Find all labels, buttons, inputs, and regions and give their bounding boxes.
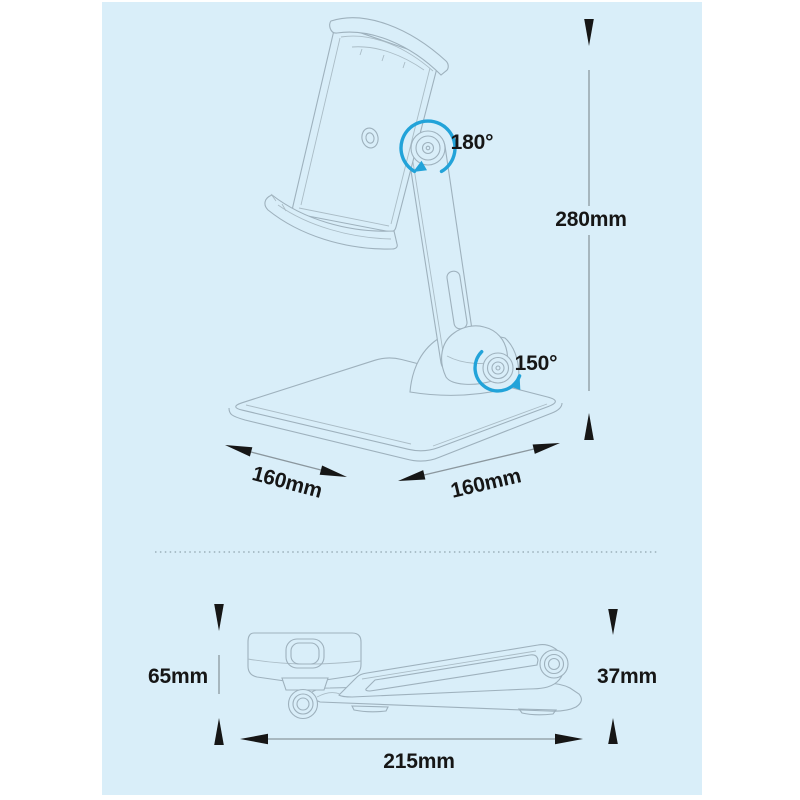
dim-folded-thickness-37 (608, 609, 618, 744)
folded-hinge (287, 688, 319, 720)
upper-hinge (410, 130, 446, 166)
head-button (285, 638, 325, 669)
tablet-holder (264, 17, 449, 250)
dim-height-label: 280mm (555, 208, 627, 231)
dim-folded-height-label: 65mm (148, 665, 208, 688)
dim-height-280 (584, 19, 594, 440)
rotation-arrow-top-icon (399, 119, 457, 174)
dim-base-left-160 (225, 445, 347, 477)
dim-folded-height-65 (214, 604, 224, 745)
angle-base-label: 150° (514, 352, 558, 375)
dim-base-right-160 (398, 443, 560, 481)
dim-folded-thickness-label: 37mm (597, 665, 657, 688)
head-collar (281, 677, 329, 691)
holder-button (361, 127, 379, 149)
stand-isometric-drawing (225, 17, 594, 481)
stand-folded-drawing (214, 604, 618, 745)
dim-folded-length-215 (240, 733, 583, 745)
angle-top-label: 180° (450, 131, 494, 154)
rotation-arrow-base-icon (473, 350, 522, 393)
lower-hinge (482, 352, 514, 384)
end-hinge (539, 649, 569, 679)
dim-folded-length-label: 215mm (383, 750, 455, 773)
folded-head (247, 632, 362, 691)
holder-top-clamp (329, 17, 449, 76)
holder-bottom-clamp (264, 193, 398, 250)
